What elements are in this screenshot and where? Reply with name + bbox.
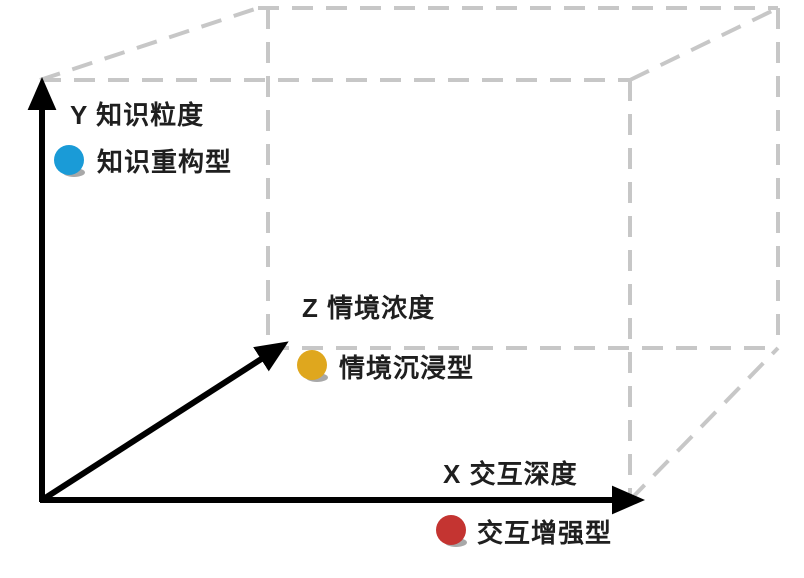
x-point-ball	[436, 515, 466, 545]
y-point-marker	[54, 145, 88, 185]
x-axis-label: X 交互深度	[443, 459, 578, 489]
z-axis-label: Z 情境浓度	[302, 293, 436, 323]
y-axis-label: Y 知识粒度	[70, 100, 205, 130]
cube-bottom-right-receding-edge	[628, 346, 780, 502]
z-point-marker	[297, 350, 331, 390]
z-axis-arrow	[40, 341, 289, 503]
axis-arrows	[27, 77, 645, 515]
x-point-marker	[436, 515, 470, 555]
y-point-label: 知识重构型	[97, 147, 233, 177]
cube-top-right-receding-edge	[629, 6, 779, 82]
y-point-ball	[54, 145, 84, 175]
dashed-cube-wireframe	[39, 6, 780, 502]
cube-top-left-receding-edge	[39, 6, 259, 82]
z-point-label: 情境沉浸型	[339, 353, 475, 383]
x-point-label: 交互增强型	[477, 518, 613, 548]
z-point-ball	[297, 350, 327, 380]
